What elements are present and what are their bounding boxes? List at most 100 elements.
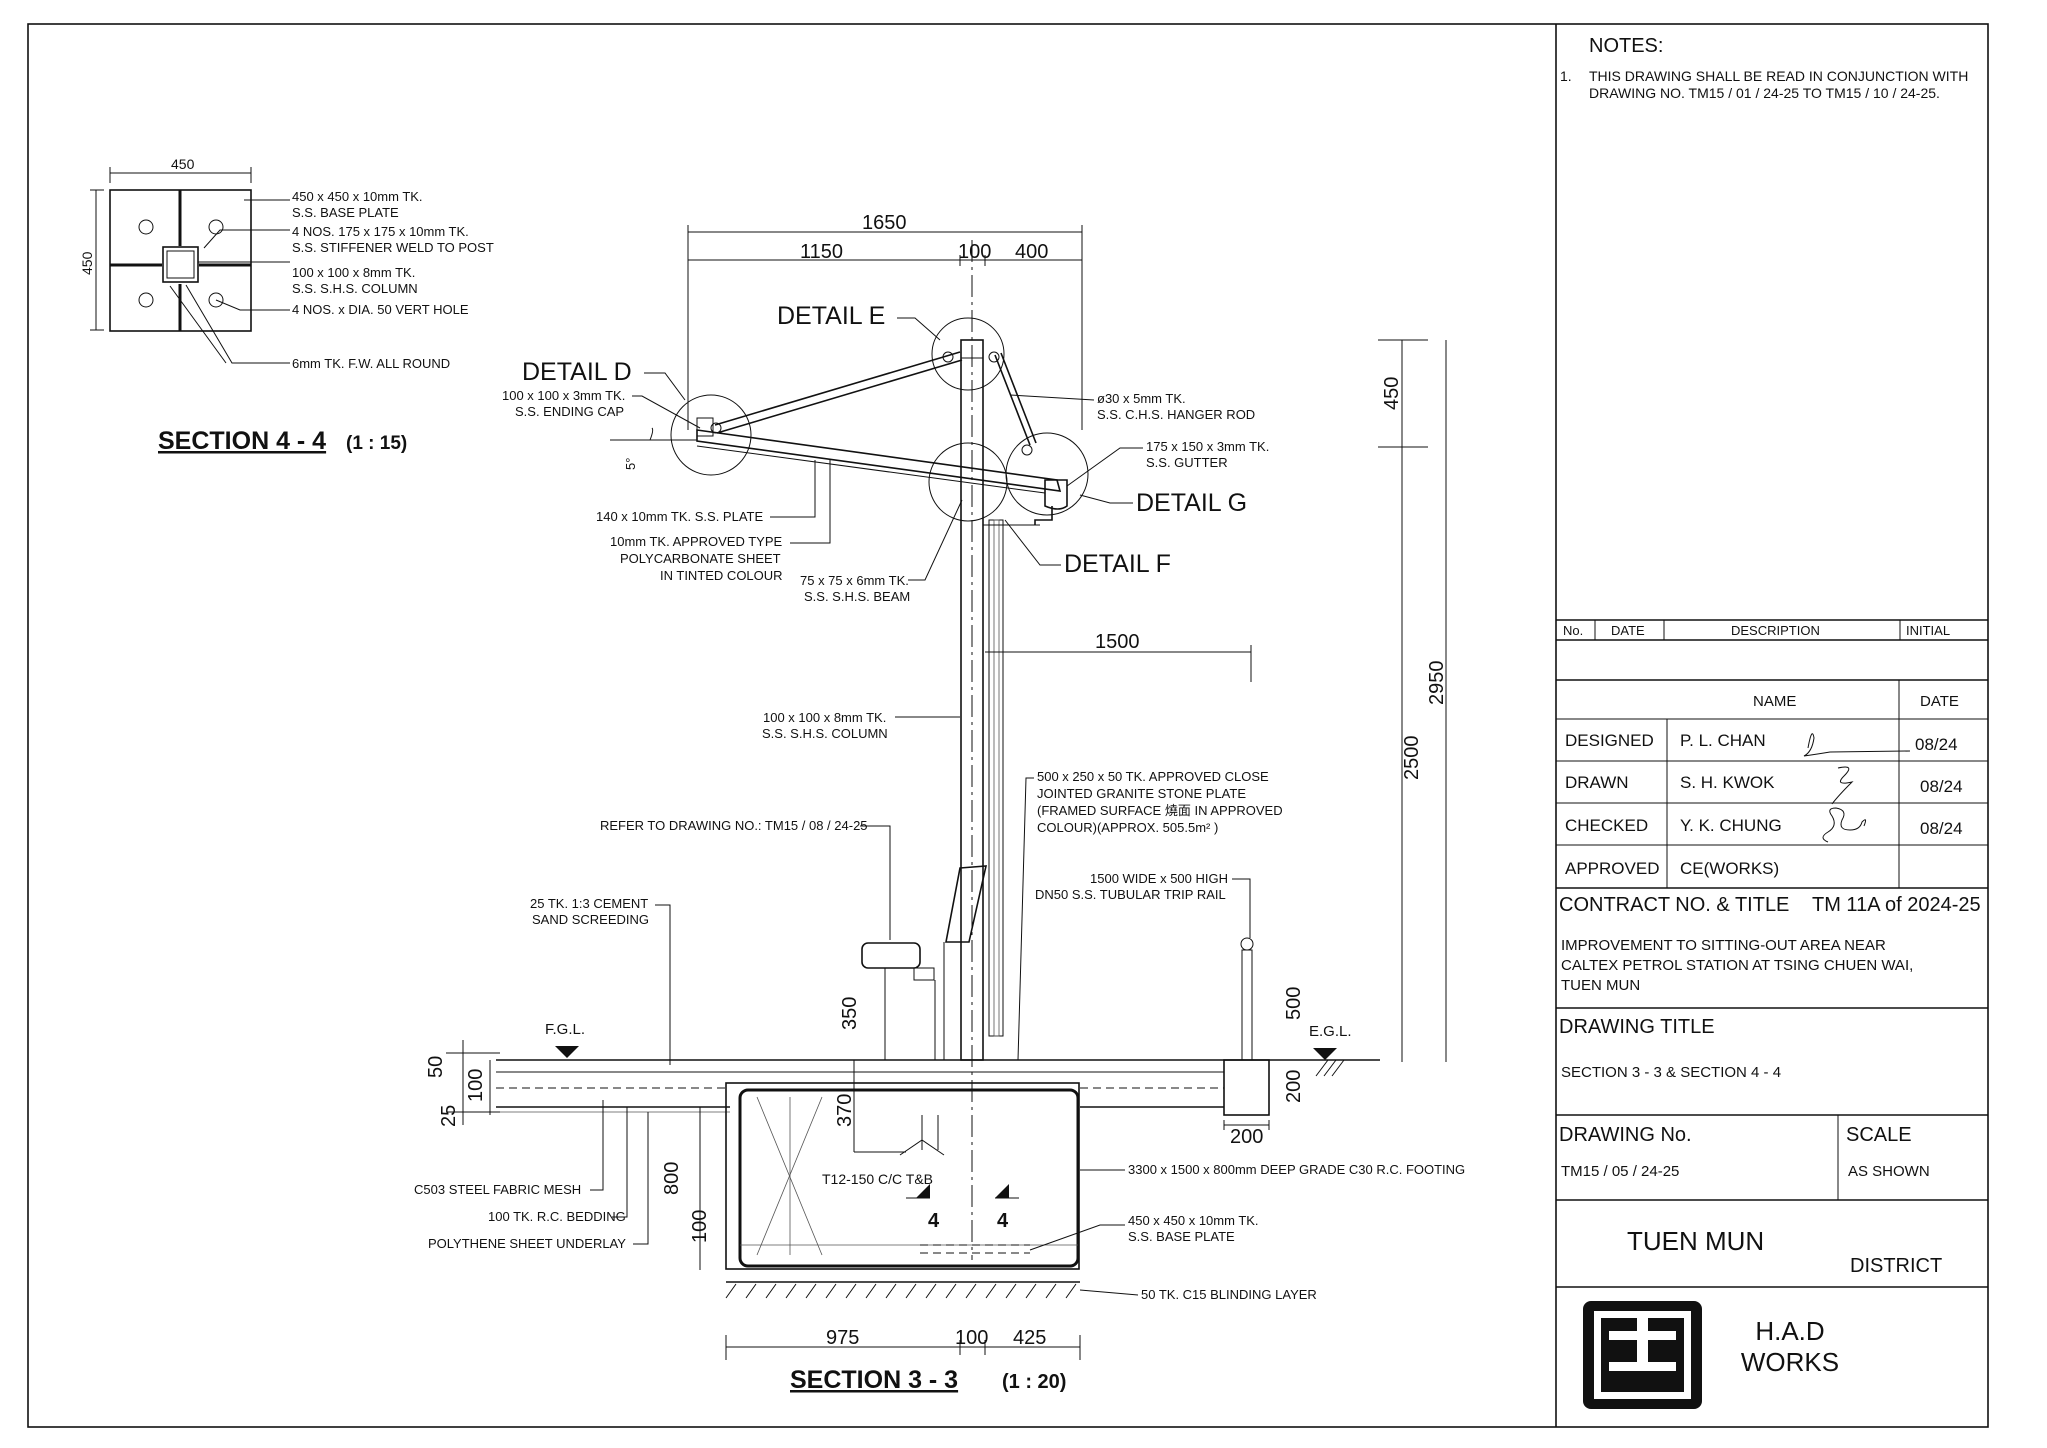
notes-block: NOTES: 1. THIS DRAWING SHALL BE READ IN … xyxy=(1560,35,1968,101)
dim-1150: 1150 xyxy=(800,241,843,263)
callout-ending-cap-1: 100 x 100 x 3mm TK. xyxy=(502,388,625,403)
s44-label-1a: 450 x 450 x 10mm TK. xyxy=(292,189,423,204)
name-designed: P. L. CHAN xyxy=(1680,731,1766,750)
callout-column-1: 100 x 100 x 8mm TK. xyxy=(763,710,886,725)
detail-g-label: DETAIL G xyxy=(1136,489,1247,517)
drawing-title-value: SECTION 3 - 3 & SECTION 4 - 4 xyxy=(1561,1064,1781,1081)
rev-description-header: DESCRIPTION xyxy=(1731,623,1820,638)
callout-bedding: 100 TK. R.C. BEDDING xyxy=(488,1209,626,1224)
callout-poly-1: 10mm TK. APPROVED TYPE xyxy=(610,534,783,549)
contract-title-line1: IMPROVEMENT TO SITTING-OUT AREA NEAR xyxy=(1561,937,1886,954)
callout-poly-2: POLYCARBONATE SHEET xyxy=(620,551,781,566)
callout-gutter-2: S.S. GUTTER xyxy=(1146,455,1228,470)
dim-200-vert: 200 xyxy=(1283,1070,1305,1103)
canopy-polycarbonate xyxy=(696,429,1062,492)
s44-dim-side: 450 xyxy=(79,251,95,275)
sheet-border xyxy=(27,23,1989,1428)
callout-polythene: POLYTHENE SHEET UNDERLAY xyxy=(428,1236,626,1251)
note-text-line2: DRAWING NO. TM15 / 01 / 24-25 TO TM15 / … xyxy=(1589,85,1940,101)
dim-angle: 5° xyxy=(623,458,638,470)
revision-table: No. DATE DESCRIPTION INITIAL xyxy=(1556,619,1988,681)
drawing-no-value: TM15 / 05 / 24-25 xyxy=(1561,1163,1679,1180)
callout-gutter-1: 175 x 150 x 3mm TK. xyxy=(1146,439,1269,454)
s44-label-1b: S.S. BASE PLATE xyxy=(292,205,399,220)
callout-column-2: S.S. S.H.S. COLUMN xyxy=(762,726,888,741)
date-checked: 08/24 xyxy=(1920,819,1963,838)
dim-25: 25 xyxy=(438,1105,460,1127)
dim-425: 425 xyxy=(1013,1327,1046,1349)
callout-baseplate-1: 450 x 450 x 10mm TK. xyxy=(1128,1213,1259,1228)
s44-dim-top: 450 xyxy=(171,156,195,172)
callout-refer: REFER TO DRAWING NO.: TM15 / 08 / 24-25 xyxy=(600,818,868,833)
s44-label-5: 6mm TK. F.W. ALL ROUND xyxy=(292,356,450,371)
callout-rail-2: DN50 S.S. TUBULAR TRIP RAIL xyxy=(1035,887,1226,902)
notes-heading: NOTES: xyxy=(1589,35,1663,57)
dim-100-top: 100 xyxy=(958,241,991,263)
note-text-line1: THIS DRAWING SHALL BE READ IN CONJUNCTIO… xyxy=(1589,68,1968,84)
callout-plate: 140 x 10mm TK. S.S. PLATE xyxy=(596,509,763,524)
role-designed: DESIGNED xyxy=(1565,731,1654,750)
rev-no-header: No. xyxy=(1563,623,1583,638)
detail-g-circle xyxy=(1005,432,1089,516)
callout-hanger-2: S.S. C.H.S. HANGER ROD xyxy=(1097,407,1255,422)
dim-350: 350 xyxy=(839,997,861,1030)
section-3-3-elevation: 1650 1150 100 400 DETAIL E xyxy=(414,212,1465,1394)
signature-designed xyxy=(1803,733,1911,757)
callout-footing: 3300 x 1500 x 800mm DEEP GRADE C30 R.C. … xyxy=(1128,1162,1465,1177)
trip-rail-knob xyxy=(1240,937,1254,951)
drawing-number-block: DRAWING No. TM15 / 05 / 24-25 SCALE AS S… xyxy=(1556,1115,1988,1201)
section-3-3-title: SECTION 3 - 3 xyxy=(790,1366,958,1394)
name-drawn: S. H. KWOK xyxy=(1680,773,1775,792)
detail-e-label: DETAIL E xyxy=(777,302,885,330)
bench-back xyxy=(945,865,988,943)
detail-d-circle xyxy=(670,394,752,476)
dim-100-bottom: 100 xyxy=(955,1327,988,1349)
drawing-no-label: DRAWING No. xyxy=(1559,1124,1692,1146)
rev-date-header: DATE xyxy=(1611,623,1645,638)
role-approved: APPROVED xyxy=(1565,859,1659,878)
egl-label: E.G.L. xyxy=(1309,1023,1352,1040)
callout-screed-2: SAND SCREEDING xyxy=(532,912,649,927)
signoff-date-header: DATE xyxy=(1920,693,1959,710)
callout-ending-cap-2: S.S. ENDING CAP xyxy=(515,404,624,419)
dim-400: 400 xyxy=(1015,241,1048,263)
dim-2500: 2500 xyxy=(1401,736,1423,781)
drawing-title-block: DRAWING TITLE SECTION 3 - 3 & SECTION 4 … xyxy=(1556,1016,1988,1116)
callout-hanger-1: ø30 x 5mm TK. xyxy=(1097,391,1186,406)
callout-granite-2: JOINTED GRANITE STONE PLATE xyxy=(1037,786,1246,801)
callout-rail-1: 1500 WIDE x 500 HIGH xyxy=(1090,871,1228,886)
dim-2950: 2950 xyxy=(1426,661,1448,706)
district-name: TUEN MUN xyxy=(1627,1226,1764,1256)
callout-baseplate-2: S.S. BASE PLATE xyxy=(1128,1229,1235,1244)
date-designed: 08/24 xyxy=(1915,735,1958,754)
scale-label: SCALE xyxy=(1846,1124,1912,1146)
callout-granite-1: 500 x 250 x 50 TK. APPROVED CLOSE xyxy=(1037,769,1269,784)
dim-975: 975 xyxy=(826,1327,859,1349)
role-drawn: DRAWN xyxy=(1565,773,1629,792)
district-block: TUEN MUN DISTRICT xyxy=(1556,1226,1988,1288)
scale-value: AS SHOWN xyxy=(1848,1163,1930,1180)
role-checked: CHECKED xyxy=(1565,816,1648,835)
had-logo: H.A.D WORKS xyxy=(1583,1301,1839,1409)
callout-granite-4: COLOUR)(APPROX. 505.5m² ) xyxy=(1037,820,1218,835)
callout-mesh: C503 STEEL FABRIC MESH xyxy=(414,1182,581,1197)
detail-d-label: DETAIL D xyxy=(522,358,632,386)
org-line2: WORKS xyxy=(1741,1347,1839,1377)
section-3-3-scale: (1 : 20) xyxy=(1002,1371,1066,1393)
name-approved: CE(WORKS) xyxy=(1680,859,1779,878)
signoff-table: NAME DATE DESIGNED P. L. CHAN 08/24 DRAW… xyxy=(1556,680,1988,889)
trip-rail-post xyxy=(1241,949,1253,1061)
s44-label-2b: S.S. STIFFENER WELD TO POST xyxy=(292,240,494,255)
fgl-label: F.G.L. xyxy=(545,1021,585,1038)
section-4-4-title: SECTION 4 - 4 xyxy=(158,427,326,455)
dim-800: 800 xyxy=(661,1162,683,1195)
bench-seat xyxy=(861,942,921,969)
district-label: DISTRICT xyxy=(1850,1255,1942,1277)
signoff-name-header: NAME xyxy=(1753,693,1796,710)
callout-beam-1: 75 x 75 x 6mm TK. xyxy=(800,573,909,588)
callout-blinding: 50 TK. C15 BLINDING LAYER xyxy=(1141,1287,1317,1302)
name-checked: Y. K. CHUNG xyxy=(1680,816,1782,835)
dim-1500: 1500 xyxy=(1095,631,1140,653)
drawing-title-label: DRAWING TITLE xyxy=(1559,1016,1715,1038)
